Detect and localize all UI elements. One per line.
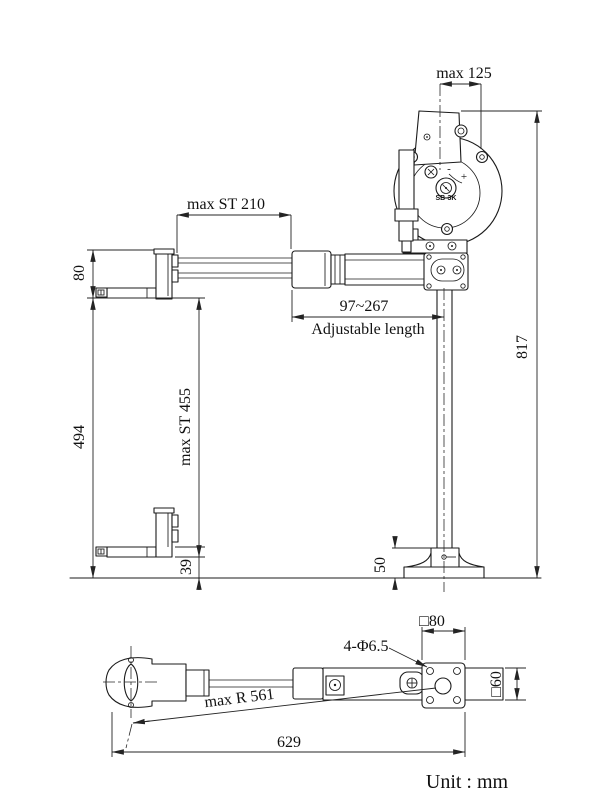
dim-plate-size-label: □80 <box>419 613 445 630</box>
dim-overall-length-label: 629 <box>277 734 301 751</box>
hook-housing <box>413 110 462 166</box>
arm-assembly <box>291 250 426 289</box>
balancer-bracket <box>402 239 468 254</box>
dim-bracket-height-label: 80 <box>71 265 88 281</box>
unit-note: Unit : mm <box>426 771 509 793</box>
dim-mounting-holes-label: 4-Φ6.5 <box>343 638 388 655</box>
dim-adjustable-caption: Adjustable length <box>311 321 424 338</box>
top-head <box>103 646 210 749</box>
dim-vertical-stroke-label: max ST 455 <box>177 388 194 466</box>
tension-minus-label: - <box>447 163 451 175</box>
dim-arm-width-label: □60 <box>488 671 505 697</box>
balancer-model-label: SB-3K <box>435 195 456 202</box>
dim-overall-height-label: 817 <box>514 335 531 359</box>
dim-foot-to-base-label: 39 <box>178 559 195 575</box>
dim-drop-total-label: 494 <box>71 425 88 449</box>
dim-arm-stroke-label: max ST 210 <box>187 196 265 213</box>
tool-holder-up <box>95 248 179 300</box>
column-section <box>434 677 452 695</box>
mounting-plate <box>421 662 466 709</box>
front-view: - + SB-3K <box>69 65 542 592</box>
front-view-dimensions: max 125 max ST 210 97~267 Adjustable len… <box>71 65 542 590</box>
spring-balancer: - + SB-3K <box>393 84 503 254</box>
dim-adjustable-range-label: 97~267 <box>340 298 389 315</box>
guide-rails <box>178 257 292 279</box>
dim-head-width-label: max 125 <box>436 65 492 82</box>
support-column <box>436 289 453 549</box>
top-arm <box>209 667 504 701</box>
tool-holder-down <box>95 507 179 558</box>
top-view: □80 4-Φ6.5 □60 max R 561 629 <box>103 613 526 757</box>
arm-end-plate <box>423 252 469 291</box>
spindle <box>394 149 419 253</box>
dim-base-height-label: 50 <box>372 557 389 573</box>
tension-plus-label: + <box>461 171 467 183</box>
